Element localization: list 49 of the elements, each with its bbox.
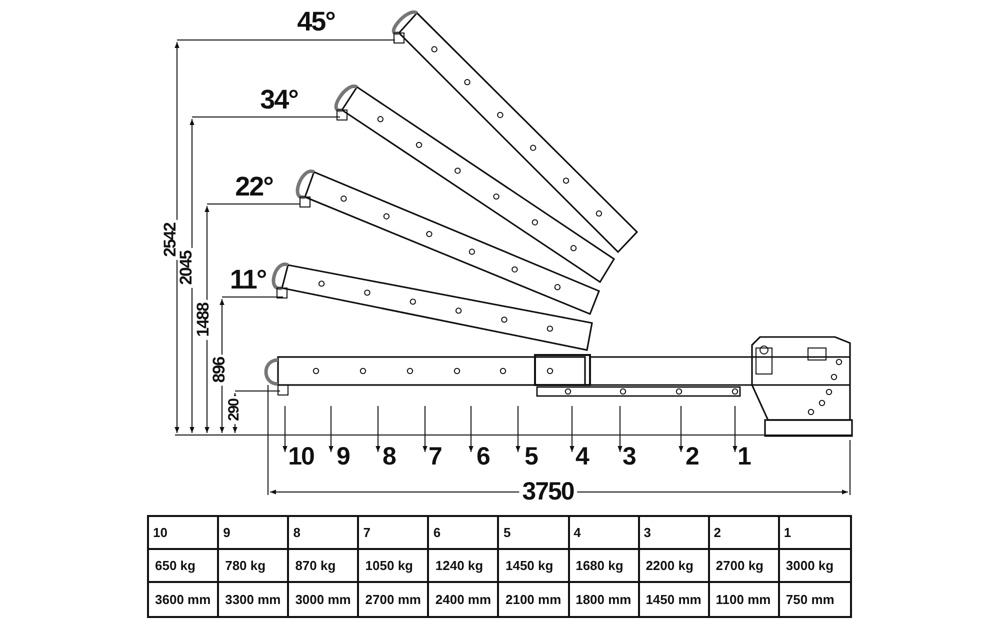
- table-cell: 6: [429, 517, 500, 550]
- table-cell: 1450 kg: [499, 550, 570, 583]
- dimension-value: 2045: [178, 248, 194, 288]
- position-number: 2: [686, 444, 698, 470]
- position-number: 5: [524, 444, 538, 470]
- table-cell: 10: [149, 517, 220, 550]
- table-cell: 1: [780, 517, 850, 550]
- dimension-value: 896: [210, 354, 228, 386]
- table-cell: 870 kg: [289, 550, 360, 583]
- position-number: 9: [336, 444, 350, 470]
- table-cell: 1450 mm: [640, 583, 710, 616]
- dimension-value: 1488: [194, 300, 212, 340]
- angle-label: 22°: [235, 174, 273, 200]
- position-number: 4: [576, 444, 588, 470]
- table-cell: 2700 mm: [359, 583, 430, 616]
- table-cell: 2: [710, 517, 780, 550]
- position-number: 1: [738, 444, 750, 470]
- position-number: 10: [288, 444, 314, 470]
- dimension-value: 2542: [162, 220, 178, 260]
- table-cell: 4: [570, 517, 640, 550]
- table-cell: 3: [640, 517, 710, 550]
- position-number: 7: [428, 444, 442, 470]
- table-cell: 9: [219, 517, 290, 550]
- table-cell: 1240 kg: [429, 550, 500, 583]
- table-cell: 650 kg: [149, 550, 220, 583]
- table-cell: 2100 mm: [499, 583, 570, 616]
- table-cell: 7: [359, 517, 430, 550]
- dimension-value: 290: [226, 396, 242, 424]
- position-number: 8: [382, 444, 396, 470]
- angle-label: 34°: [260, 86, 298, 114]
- table-cell: 2400 mm: [429, 583, 500, 616]
- table-cell: 2200 kg: [640, 550, 710, 583]
- table-cell: 1680 kg: [570, 550, 640, 583]
- table-cell-text: 750 mm: [784, 591, 836, 609]
- table-cell: 3000 mm: [289, 583, 360, 616]
- angle-label: 45°: [297, 8, 335, 36]
- table-cell: 8: [289, 517, 360, 550]
- table-cell: 3600 mm: [149, 583, 220, 616]
- table-cell: 1100 mm: [710, 583, 780, 616]
- table-cell: 3000 kg: [780, 550, 850, 583]
- position-number: 6: [476, 444, 490, 470]
- table-cell: 2700 kg: [710, 550, 780, 583]
- table-cell: 780 kg: [219, 550, 290, 583]
- table-cell: 1800 mm: [570, 583, 640, 616]
- table-cell: 5: [499, 517, 570, 550]
- table-cell: 3300 mm: [219, 583, 290, 616]
- table-cell: 1050 kg: [359, 550, 430, 583]
- angle-label: 11°: [230, 266, 266, 294]
- position-number: 3: [622, 444, 636, 470]
